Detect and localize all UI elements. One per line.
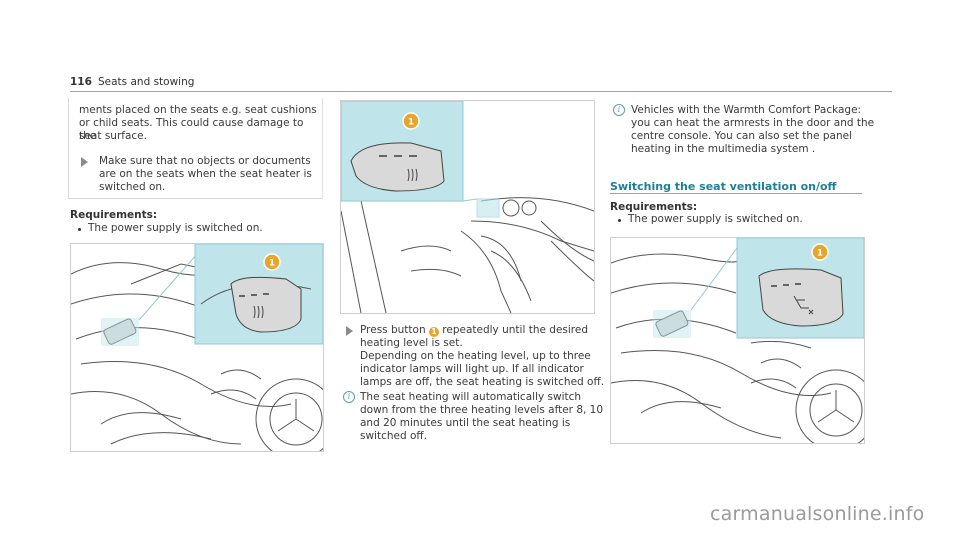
step-line: heating level is set. bbox=[360, 337, 463, 349]
info-line: switched off. bbox=[360, 430, 427, 442]
requirements-title: Requirements: bbox=[610, 201, 698, 213]
figure-seat-ventilation: 1 bbox=[610, 237, 865, 444]
section-rule bbox=[610, 193, 862, 194]
requirements-item: The power supply is switched on. bbox=[628, 213, 803, 225]
door-panel-illustration: 1 bbox=[71, 244, 323, 451]
figure-callout: 1 bbox=[817, 249, 823, 259]
warning-line: or child seats. This could cause damage … bbox=[79, 117, 304, 142]
info-icon: i bbox=[613, 104, 625, 116]
info-line: The seat heating will automatically swit… bbox=[360, 391, 582, 403]
door-panel-ventilation-illustration: 1 bbox=[611, 238, 864, 443]
warning-line: ments placed on the seats e.g. seat cush… bbox=[79, 104, 317, 116]
bullet-dot bbox=[618, 219, 621, 222]
warning-bullet-line: switched on. bbox=[99, 181, 166, 193]
info-line: Vehicles with the Warmth Comfort Package… bbox=[631, 104, 862, 116]
warning-line: seat surface. bbox=[79, 130, 147, 142]
warning-bullet-line: Make sure that no objects or documents bbox=[99, 155, 311, 167]
warning-bullet-line: are on the seats when the seat heater is bbox=[99, 168, 312, 180]
callout-badge: 1 bbox=[428, 327, 439, 337]
info-line: you can heat the armrests in the door an… bbox=[631, 117, 875, 129]
info-line: and 20 minutes until the seat heating is bbox=[360, 417, 571, 429]
arrow-bullet-icon bbox=[81, 157, 88, 167]
step-text-b: repeatedly until the desired bbox=[442, 324, 589, 336]
header-rule bbox=[70, 91, 892, 92]
watermark: carmanualsonline.info bbox=[710, 503, 925, 525]
figure-callout: 1 bbox=[408, 118, 414, 128]
section-title: Switching the seat ventilation on/off bbox=[610, 180, 837, 193]
warning-box: ments placed on the seats e.g. seat cush… bbox=[68, 98, 323, 199]
requirements-item: The power supply is switched on. bbox=[88, 222, 263, 234]
page-header-title: Seats and stowing bbox=[98, 76, 195, 88]
step-line: Press button 1 repeatedly until the desi… bbox=[360, 324, 588, 337]
page-number: 116 bbox=[70, 76, 92, 88]
step-line: lamps are off, the seat heating is switc… bbox=[360, 376, 605, 388]
step-line: Depending on the heating level, up to th… bbox=[360, 350, 591, 362]
figure-seat-heating-door: 1 bbox=[70, 243, 324, 452]
step-text-a: Press button bbox=[360, 324, 426, 336]
info-icon: i bbox=[343, 391, 355, 403]
info-line: centre console. You can also set the pan… bbox=[631, 130, 852, 142]
arrow-bullet-icon bbox=[346, 326, 353, 336]
door-interior-illustration: 1 bbox=[341, 101, 594, 313]
step-line: indicator lamps will light up. If all in… bbox=[360, 363, 584, 375]
figure-seat-heating-overview: 1 bbox=[340, 100, 595, 314]
info-line: down from the three heating levels after… bbox=[360, 404, 604, 416]
info-line: heating in the multimedia system . bbox=[631, 143, 816, 155]
figure-callout: 1 bbox=[269, 259, 275, 269]
bullet-dot bbox=[78, 228, 81, 231]
requirements-title: Requirements: bbox=[70, 209, 158, 221]
